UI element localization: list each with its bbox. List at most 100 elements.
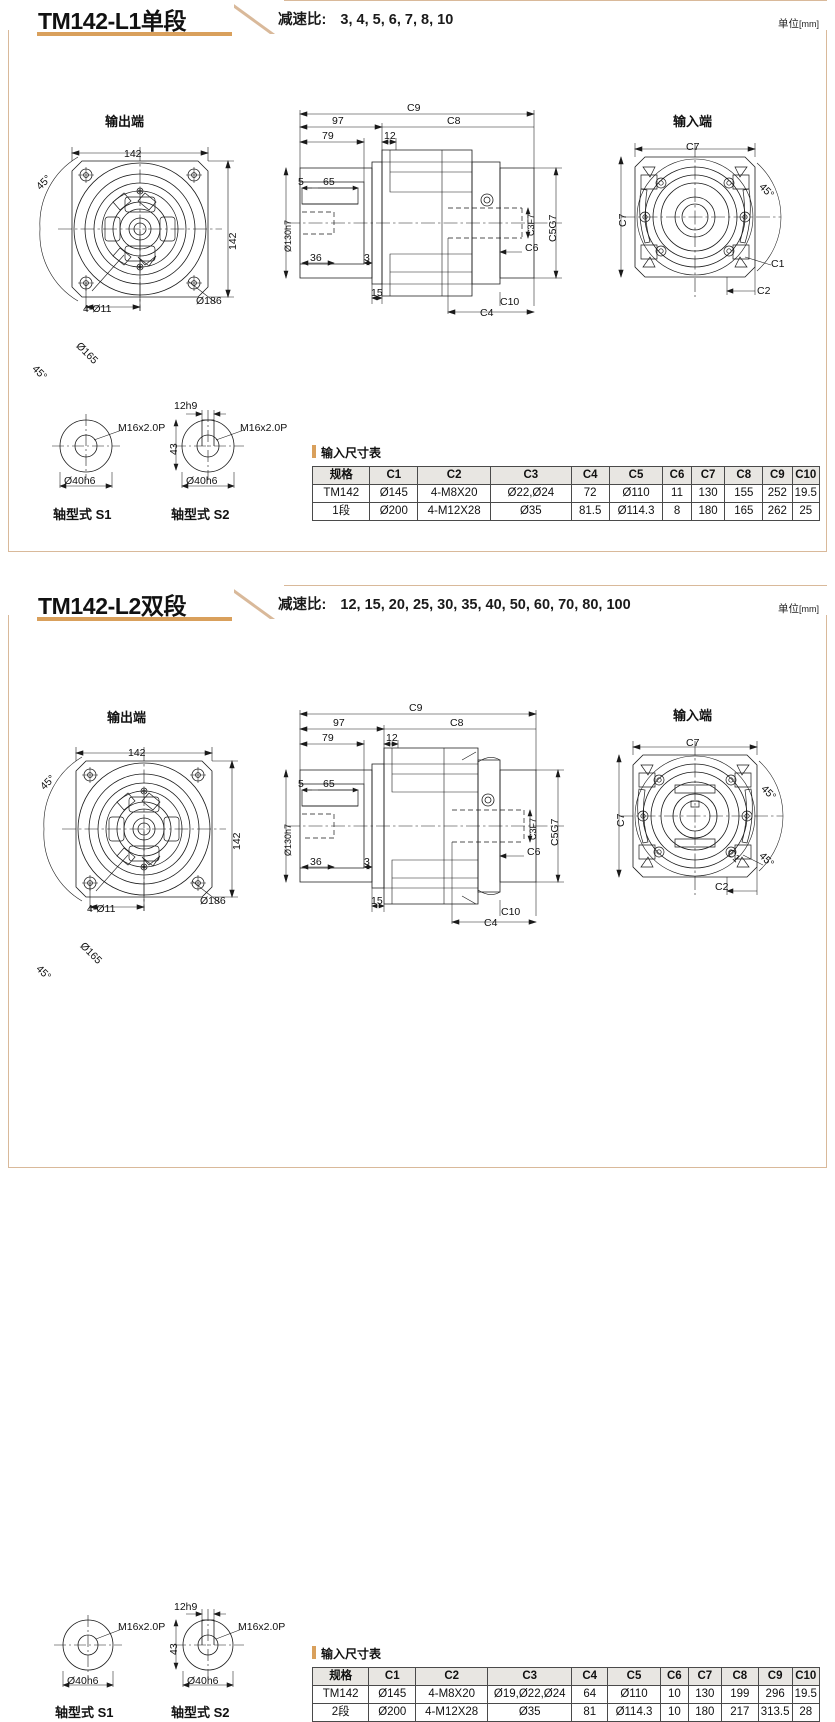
column-header: C6 xyxy=(662,466,692,485)
dimension-cell: Ø114.3 xyxy=(608,502,664,521)
unit-label: 单位 xyxy=(778,603,799,615)
table-title: 输入尺寸表 xyxy=(312,444,381,461)
dim-c7-top: C7 xyxy=(686,737,700,749)
dim-holes-4x11: 4-Ø11 xyxy=(83,303,112,315)
dimension-cell: 28 xyxy=(791,1703,821,1722)
input-end-caption: 输入端 xyxy=(673,708,713,723)
datasheet-page: TM142-L1单段 减速比: 3, 4, 5, 6, 7, 8, 10 单位[… xyxy=(0,0,835,1176)
dimension-cell: Ø110 xyxy=(607,1685,661,1704)
shaft-s1-svg xyxy=(52,414,123,489)
dim-3: 3 xyxy=(364,252,370,264)
dim-c7-top: C7 xyxy=(686,141,700,153)
input-end-svg xyxy=(618,143,782,297)
dimension-cell: Ø35 xyxy=(487,1703,573,1722)
title-underline xyxy=(37,617,232,621)
dim-97: 97 xyxy=(332,115,344,127)
input-end-svg xyxy=(616,741,784,895)
shaft-dia-label-s2: Ø40h6 xyxy=(187,1675,219,1687)
shaft-key-width-label-s2: 12h9 xyxy=(174,400,198,412)
dimension-cell: 72 xyxy=(570,484,610,503)
side-section-drawing-2: C9 97 C8 79 12 5 65 36 3 15 Ø130h7 C3F7 … xyxy=(272,700,572,935)
reduction-ratio-values: 12, 15, 20, 25, 30, 35, 40, 50, 60, 70, … xyxy=(340,597,631,613)
dim-97: 97 xyxy=(333,717,345,729)
output-end-svg xyxy=(43,747,238,911)
shaft-s1-caption: 轴型式 S1 xyxy=(53,507,112,522)
shaft-thread-label-s2: M16x2.0P xyxy=(238,1621,286,1633)
product-section-tm142-l1: TM142-L1单段 减速比: 3, 4, 5, 6, 7, 8, 10 单位[… xyxy=(0,0,835,560)
shaft-dia-label-s1: Ø40h6 xyxy=(67,1675,99,1687)
reduction-ratio-values: 3, 4, 5, 6, 7, 8, 10 xyxy=(340,12,454,28)
dim-c3f7: C3F7 xyxy=(526,213,536,236)
section-header: TM142-L1单段 减速比: 3, 4, 5, 6, 7, 8, 10 单位[… xyxy=(0,0,835,46)
dimension-cell: 81.5 xyxy=(570,502,610,521)
column-header: C8 xyxy=(720,1667,759,1686)
dim-flange-130h7: Ø130h7 xyxy=(283,823,293,856)
shaft-key-width-label-s2: 12h9 xyxy=(174,1601,198,1613)
dimension-cell: Ø145 xyxy=(368,1685,417,1704)
dimension-cell: Ø22,Ø24 xyxy=(490,484,572,503)
column-header: C1 xyxy=(369,466,419,485)
output-end-caption: 输出端 xyxy=(107,710,147,725)
column-header: 规格 xyxy=(311,1667,370,1686)
shaft-type-s1-drawing-2: M16x2.0P Ø40h6 轴型式 S1 xyxy=(42,1611,165,1720)
dimension-cell: 313.5 xyxy=(757,1703,793,1722)
reduction-ratio-text: 减速比: 12, 15, 20, 25, 30, 35, 40, 50, 60,… xyxy=(278,593,631,614)
dimension-cell: 130 xyxy=(690,484,726,503)
dim-c7-left: C7 xyxy=(615,813,627,827)
side-section-drawing-1: C9 97 C8 79 12 5 65 36 3 15 Ø130h7 C3F7 … xyxy=(272,100,572,330)
dim-36: 36 xyxy=(310,856,322,868)
dim-c6: C6 xyxy=(525,242,539,254)
dim-c4: C4 xyxy=(484,917,498,929)
dim-height-142: 142 xyxy=(231,832,243,850)
column-header: C4 xyxy=(571,1667,609,1686)
dim-79: 79 xyxy=(322,130,334,142)
dimension-cell: Ø19,Ø22,Ø24 xyxy=(487,1685,573,1704)
dimension-cell: 4-M12X28 xyxy=(415,1703,489,1722)
page-title: TM142-L2双段 xyxy=(38,593,187,619)
dim-outer-186: Ø186 xyxy=(196,295,222,307)
dim-c8: C8 xyxy=(447,115,461,127)
dim-c5g7: C5G7 xyxy=(547,214,559,242)
shaft-key-height-label-s2: 43 xyxy=(168,443,180,455)
output-end-svg xyxy=(39,147,234,311)
product-section-tm142-l2: TM142-L2双段 减速比: 12, 15, 20, 25, 30, 35, … xyxy=(0,585,835,1722)
column-header: C2 xyxy=(417,466,492,485)
header-topline xyxy=(284,0,827,2)
dimension-cell: 130 xyxy=(687,1685,722,1704)
dimension-cell: 8 xyxy=(662,502,692,521)
shaft-thread-label-s1: M16x2.0P xyxy=(118,422,166,434)
output-end-drawing-1: 输出端 xyxy=(20,105,260,383)
shaft-type-s2-drawing-2: 12h9 43 M16x2.0P Ø40h6 轴型式 S2 xyxy=(160,1601,285,1720)
dim-c8: C8 xyxy=(450,717,464,729)
reduction-ratio-label: 减速比: xyxy=(278,597,327,613)
dimension-cell: 165 xyxy=(724,502,764,521)
dimension-cell: 4-M8X20 xyxy=(415,1685,489,1704)
dim-c7-left: C7 xyxy=(617,213,629,227)
shaft-s2-caption: 轴型式 S2 xyxy=(171,507,230,522)
output-end-drawing-2: 输出端 xyxy=(22,703,267,983)
column-header: C7 xyxy=(690,466,726,485)
dim-c2: C2 xyxy=(715,881,729,893)
dim-3: 3 xyxy=(364,856,370,868)
unit-note: 单位[mm] xyxy=(778,16,819,31)
shaft-key-height-label-s2: 43 xyxy=(168,1643,180,1655)
dimension-cell: 19.5 xyxy=(791,1685,821,1704)
dimension-cell: 11 xyxy=(662,484,692,503)
dim-holes-4x11: 4-Ø11 xyxy=(87,903,116,915)
column-header: C4 xyxy=(570,466,610,485)
dim-outer-186: Ø186 xyxy=(200,895,226,907)
title-underline xyxy=(37,32,232,36)
dimension-cell: 180 xyxy=(690,502,726,521)
shaft-dia-label-s2: Ø40h6 xyxy=(186,475,218,487)
dim-c6: C6 xyxy=(527,846,541,858)
unit-note: 单位[mm] xyxy=(778,601,819,616)
input-end-drawing-1: 输入端 xyxy=(605,105,830,320)
shaft-type-s1-drawing-1: M16x2.0P Ø40h6 轴型式 S1 xyxy=(40,408,165,522)
dim-65: 65 xyxy=(323,778,335,790)
column-header: C5 xyxy=(608,466,664,485)
dim-flange-130h7: Ø130h7 xyxy=(283,219,293,252)
